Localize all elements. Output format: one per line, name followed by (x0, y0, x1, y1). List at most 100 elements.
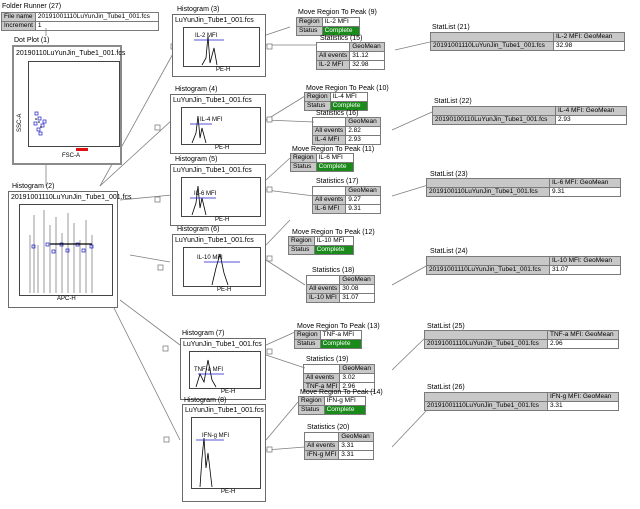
increment-value[interactable]: 1 (34, 21, 159, 31)
move14-status-value: Complete (323, 405, 366, 415)
hist4-area[interactable]: IL-4 MFI (181, 107, 261, 145)
move12-status-value: Complete (313, 245, 354, 255)
hist8-area[interactable]: IFN-g MFI (191, 417, 261, 489)
move14-status-label: Status (298, 405, 325, 415)
move11-region-value[interactable]: IL-6 MFI (315, 153, 354, 163)
statlist25-value: 2.96 (547, 339, 619, 349)
statlist22-title: StatList (22) (434, 98, 472, 105)
increment-label: Increment (1, 21, 36, 31)
move13-title: Move Region To Peak (13) (297, 323, 380, 330)
stats20-mfi-label: IFN-g MFI (303, 450, 340, 460)
hist6-panel[interactable]: LuYunJin_Tube1_001.fcs IL-10 MFI PE-H (172, 234, 266, 296)
stats18-title: Statistics (18) (312, 267, 355, 274)
stats20-all-label: All events (303, 441, 340, 451)
hist4-marker: IL-4 MFI (200, 117, 223, 123)
hist6-title: Histogram (6) (177, 226, 220, 233)
hist3-marker: IL-2 MFI (195, 33, 218, 39)
move12-region-value[interactable]: IL-10 MFI (313, 236, 354, 246)
move11-region-label: Region (290, 153, 317, 163)
histogram-main-panel[interactable]: 20191001110LuYunJin_Tube1_001.fcs APC-H (8, 191, 132, 308)
statlist26-title: StatList (26) (427, 384, 465, 391)
hist7-xlabel: PE-H (221, 389, 236, 395)
move11-title: Move Region To Peak (11) (292, 146, 375, 153)
hist3-area[interactable]: IL-2 MFI (183, 27, 260, 67)
move10-region-value[interactable]: IL-4 MFI (329, 92, 368, 102)
statlist21-table: IL-2 MFI: GeoMean 20191001110LuYunJin_Tu… (430, 32, 625, 51)
hist4-panel[interactable]: LuYunJin_Tube1_001.fcs IL-4 MFI PE-H (170, 94, 266, 154)
hist8-xlabel: PE-H (221, 489, 236, 495)
histogram-main-xlabel: APC-H (57, 296, 76, 302)
stats15-all-label: All events (315, 51, 351, 61)
hist6-file: LuYunJin_Tube1_001.fcs (175, 237, 254, 244)
dot-plot-file: 20190110LuYunJin_Tube1_001.fcs (16, 50, 126, 57)
statlist26-header: IFN-g MFI: GeoMean (547, 392, 619, 402)
statlist26-table: IFN-g MFI: GeoMean 20191001110LuYunJin_T… (424, 392, 619, 411)
move12-region-label: Region (288, 236, 315, 246)
move13-status-label: Status (294, 339, 321, 349)
hist3-xlabel: PE-H (216, 67, 231, 73)
dot-plot-panel[interactable]: 20190110LuYunJin_Tube1_001.fcs SSC-A FSC… (12, 45, 126, 165)
hist7-marker: TNF-a MFI (194, 367, 223, 373)
hist5-xlabel: PE-H (215, 217, 230, 223)
stats20-header: GeoMean (338, 432, 375, 442)
statlist24-value: 31.07 (549, 265, 621, 275)
hist8-title: Histogram (8) (184, 397, 227, 404)
statlist25-header: TNF-a MFI: GeoMean (547, 330, 619, 340)
stats18-all-value: 30.08 (339, 284, 376, 294)
hist4-file: LuYunJin_Tube1_001.fcs (173, 97, 252, 104)
statlist25-file: 20191001110LuYunJin_Tube1_001.fcs (424, 339, 548, 349)
hist3-panel[interactable]: LuYunJin_Tube1_001.fcs IL-2 MFI PE-H (172, 14, 266, 77)
statlist21-value: 32.98 (553, 41, 625, 51)
stats17-mfi-value: 9.31 (345, 204, 382, 214)
stats18-all-label: All events (305, 284, 341, 294)
stats17-mfi-label: IL-6 MFI (311, 204, 347, 214)
statlist24-table: IL-10 MFI: GeoMean 20191001110LuYunJin_T… (426, 256, 621, 275)
move13-region-label: Region (294, 330, 321, 340)
hist7-area[interactable]: TNF-a MFI (189, 351, 261, 389)
move14-title: Move Region To Peak (14) (300, 389, 383, 396)
statlist23-file: 2019100110LuYunJin_Tube1_001.fcs (426, 187, 550, 197)
hist5-panel[interactable]: LuYunJin_Tube1_001.fcs IL-6 MFI PE-H (170, 164, 266, 226)
statlist21-header: IL-2 MFI: GeoMean (553, 32, 625, 42)
move9-region-value[interactable]: IL-2 MFI (321, 17, 360, 27)
dot-plot-ylabel: SSC-A (17, 113, 23, 132)
move14-region-value[interactable]: IFN-g MFI (323, 396, 366, 406)
hist5-file: LuYunJin_Tube1_001.fcs (173, 167, 252, 174)
move9-status-label: Status (296, 26, 323, 36)
move10-status-value: Complete (329, 101, 368, 111)
stats18-mfi-label: IL-10 MFI (305, 293, 341, 303)
statlist21-title: StatList (21) (432, 24, 470, 31)
hist8-panel[interactable]: LuYunJin_Tube1_001.fcs IFN-g MFI PE-H (182, 404, 266, 502)
histogram-main-area[interactable] (19, 204, 113, 296)
move13-region-value[interactable]: TNF-a MFI (319, 330, 362, 340)
hist7-panel[interactable]: LuYunJin_Tube1_001.fcs TNF-a MFI PE-H (180, 338, 266, 400)
move10-region-label: Region (304, 92, 331, 102)
dot-plot-red-marker (76, 148, 88, 151)
hist3-file: LuYunJin_Tube1_001.fcs (175, 17, 254, 24)
hist7-title: Histogram (7) (182, 330, 225, 337)
hist5-area[interactable]: IL-6 MFI (181, 177, 261, 217)
hist6-area[interactable]: IL-10 MFI (183, 247, 261, 287)
hist5-title: Histogram (5) (175, 156, 218, 163)
statlist22-header: IL-4 MFI: GeoMean (555, 106, 627, 116)
dot-plot-area[interactable] (28, 61, 120, 147)
stats20-title: Statistics (20) (307, 424, 350, 431)
move9-region-label: Region (296, 17, 323, 27)
stats15-all-value: 31.12 (349, 51, 386, 61)
folder-runner-table[interactable]: File name 20191001110LuYunJin_Tube1_001.… (1, 12, 159, 31)
hist7-file: LuYunJin_Tube1_001.fcs (183, 341, 262, 348)
statlist24-title: StatList (24) (430, 248, 468, 255)
statlist26-file: 20191001110LuYunJin_Tube1_001.fcs (424, 401, 548, 411)
file-name-value[interactable]: 20191001110LuYunJin_Tube1_001.fcs (34, 12, 159, 22)
